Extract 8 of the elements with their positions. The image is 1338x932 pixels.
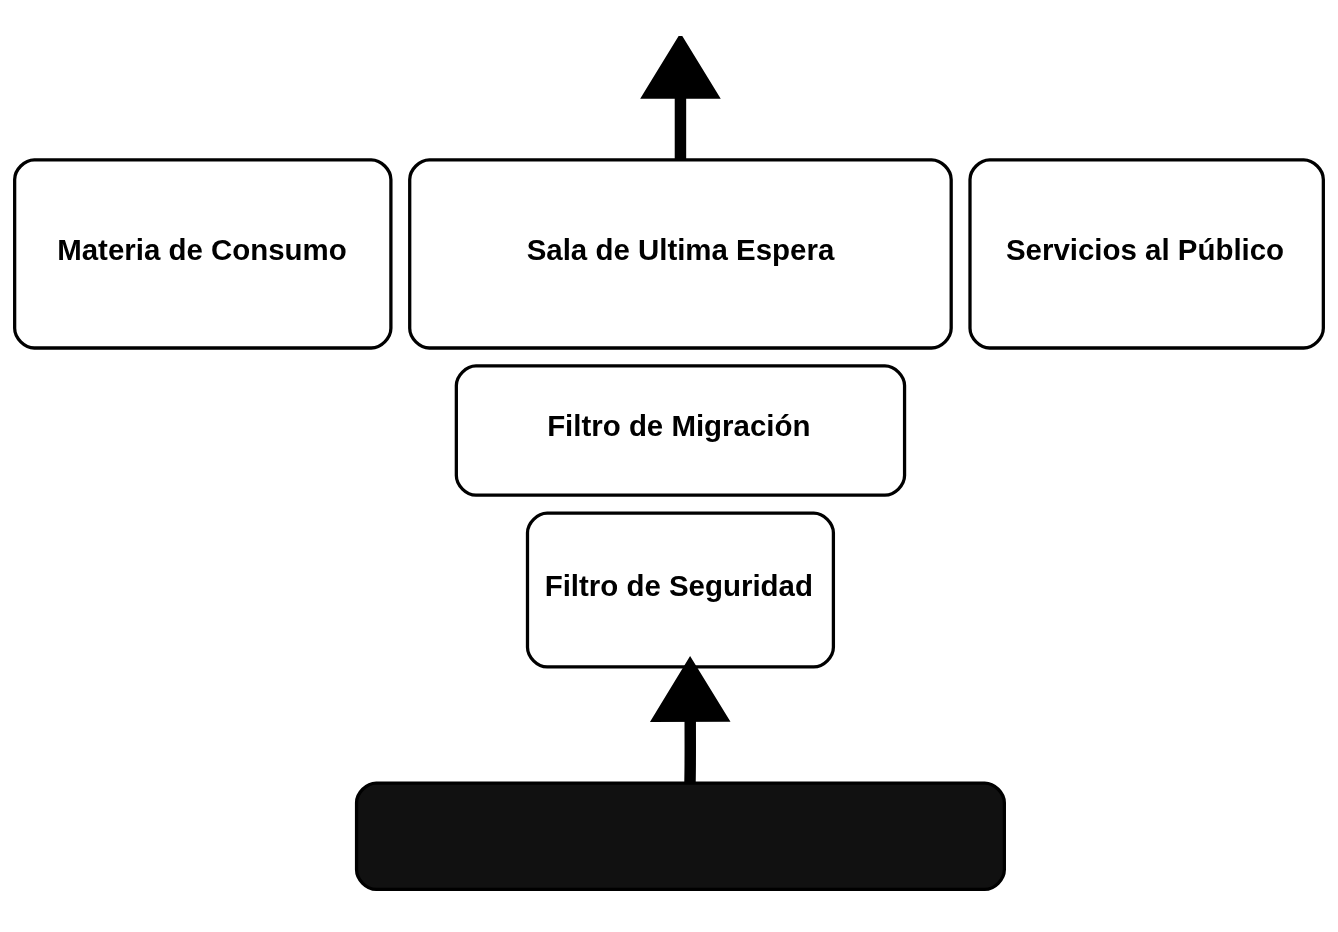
node-box: Filtro de Migración [454, 364, 907, 497]
arrow [640, 36, 721, 160]
node-box: Sala de Ultima Espera [408, 158, 953, 350]
node-box: Servicios al Público [968, 158, 1325, 350]
node-box: Materia de Consumo [13, 158, 393, 350]
node-box [354, 781, 1006, 892]
node-box: Filtro de Seguridad [525, 511, 836, 669]
arrow [649, 656, 731, 783]
